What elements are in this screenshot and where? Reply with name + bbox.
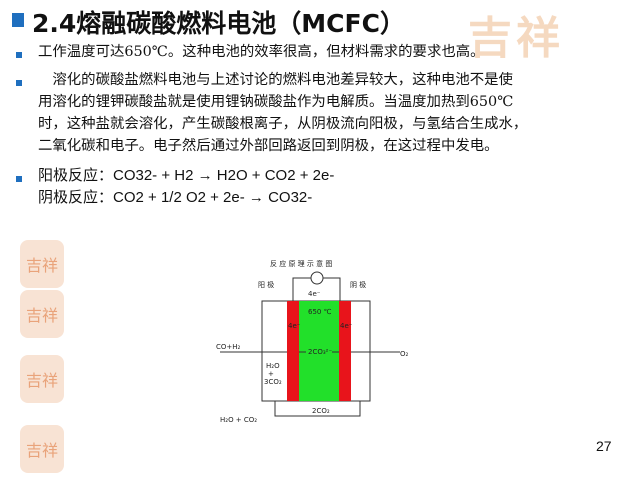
right-electron-label: 4e⁻ [340,322,353,330]
anode-label: 阳 极 [258,280,274,289]
bullet-icon [16,176,22,182]
watermark-logo: 吉祥 [468,13,564,64]
paragraph-line: 二氧化碳和电子。电子然后通过外部回路返回到阴极，在这过程中发电。 [38,138,499,154]
anode-reaction: 阳极反应：CO32- + H2 → H2O + CO2 + 2e- [38,167,335,184]
paragraph-temperature: 工作温度可达650℃。这种电池的效率很高，但材料需求的要求也高。 [38,44,485,60]
anode-product-label: H₂O [266,362,280,370]
paragraph-line: 用溶化的锂钾碳酸盐就是使用锂钠碳酸盐作为电解质。当温度加热到650℃ [38,94,514,110]
reaction-diagram: 反 应 原 理 示 意 图 阳 极 阴 极 4e⁻ 650 ℃ 4e⁻ 4e⁻ … [216,259,409,424]
left-electron-label: 4e⁻ [288,322,301,330]
co2-recycle-path [274,401,361,417]
watermark-stamp: 吉祥 [20,290,64,338]
watermark-stamp: 吉祥 [20,240,64,288]
title-bullet-icon [12,13,24,27]
exhaust-label: H₂O + CO₂ [220,416,257,424]
recycle-co2-label: 2CO₂ [312,407,330,415]
load-icon [310,271,324,285]
anode-product-plus: + [268,370,274,378]
diagram-title: 反 应 原 理 示 意 图 [270,259,332,268]
electron-top-label: 4e⁻ [308,290,321,298]
temperature-label: 650 ℃ [308,308,332,316]
anode-electrode [287,301,299,401]
bullet-icon [16,80,22,86]
cathode-label: 阴 极 [350,280,366,289]
cathode-reaction: 阴极反应：CO2 + 1/2 O2 + 2e- → CO32- [38,189,313,206]
watermark-stamp: 吉祥 [20,355,64,403]
oxygen-input-label: O₂ [400,350,409,358]
fuel-input-label: CO+H₂ [216,343,241,351]
page-number: 27 [596,438,612,454]
paragraph-line: 时，这种盐就会溶化，产生碳酸根离子，从阴极流向阳极，与氢结合生成水， [38,116,528,132]
watermark-stamp: 吉祥 [20,425,64,473]
slide-title: 2.4熔融碳酸燃料电池（MCFC） [32,9,405,38]
paragraph-reactions: 阳极反应：CO32- + H2 → H2O + CO2 + 2e- 阴极反应：C… [38,165,636,209]
cathode-electrode [339,301,351,401]
paragraph-description: 溶化的碳酸盐燃料电池与上述讨论的燃料电池差异较大，这种电池不是使 用溶化的锂钾碳… [38,69,636,157]
bullet-icon [16,52,22,58]
electrolyte [299,301,339,401]
anode-product-co2: 3CO₂ [264,378,282,386]
carbonate-ion-label: 2CO₃²⁻ [308,348,332,356]
paragraph-line: 溶化的碳酸盐燃料电池与上述讨论的燃料电池差异较大，这种电池不是使 [38,72,513,88]
